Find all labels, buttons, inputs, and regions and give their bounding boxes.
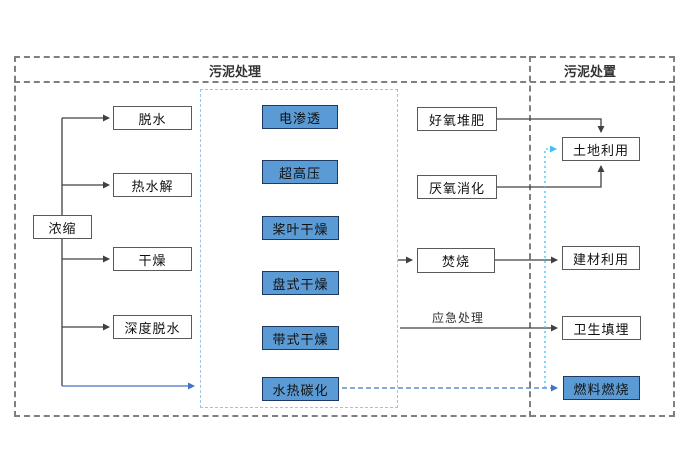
node-building-material-use: 建材利用 (562, 246, 640, 270)
node-anaerobic-digestion: 厌氧消化 (417, 175, 497, 199)
outer-dashed-frame (14, 56, 675, 417)
node-deep-dewatering: 深度脱水 (113, 315, 192, 339)
node-paddle-drying: 桨叶干燥 (262, 216, 339, 240)
technology-group-frame (200, 89, 398, 408)
node-sanitary-landfill: 卫生填埋 (562, 316, 641, 340)
node-drying: 干燥 (113, 247, 192, 271)
node-belt-drying: 带式干燥 (262, 326, 339, 350)
section-title-disposal: 污泥处置 (563, 64, 617, 79)
node-dewatering: 脱水 (113, 106, 192, 130)
edge-label-emergency-treatment: 应急处理 (432, 311, 485, 325)
node-disc-drying: 盘式干燥 (262, 271, 339, 295)
node-land-use: 土地利用 (562, 137, 640, 161)
header-separator-line (14, 81, 675, 83)
edge-composting-to-land-use (497, 118, 605, 133)
node-concentration: 浓缩 (33, 215, 92, 239)
node-hydrothermal-carbonization: 水热碳化 (262, 377, 339, 401)
node-ultra-high-pressure: 超高压 (262, 160, 338, 184)
node-thermal-hydrolysis: 热水解 (113, 173, 192, 197)
node-fuel-combustion: 燃料燃烧 (563, 376, 640, 400)
edge-carbonization-to-land-use (544, 145, 557, 388)
edge-digestion-to-land-use (497, 165, 605, 188)
node-electro-osmosis: 电渗透 (262, 105, 338, 129)
section-title-treatment: 污泥处理 (208, 64, 262, 79)
node-aerobic-composting: 好氧堆肥 (417, 107, 497, 131)
node-incineration: 焚烧 (417, 248, 495, 273)
section-divider-line (529, 56, 531, 417)
